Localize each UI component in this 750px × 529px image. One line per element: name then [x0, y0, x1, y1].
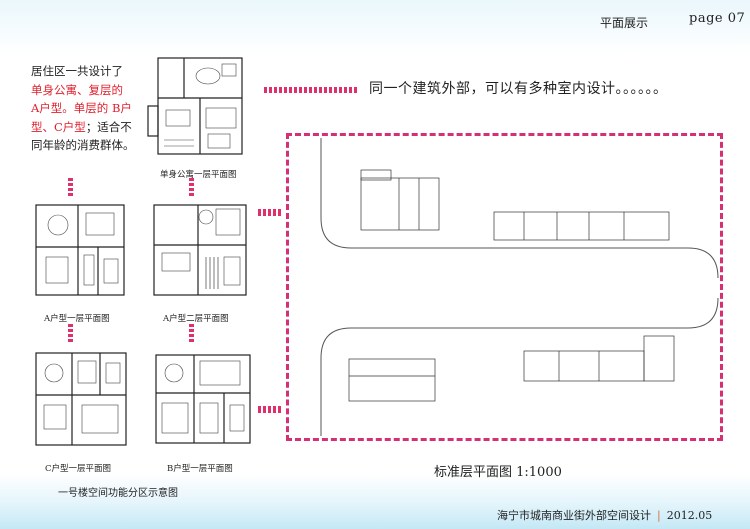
connector-marker	[68, 178, 73, 196]
page-number: page 07	[689, 11, 746, 26]
site-plan-frame	[286, 133, 723, 441]
site-plan-title: 标准层平面图 1:1000	[434, 465, 562, 480]
floor-plan-a1	[28, 195, 132, 301]
section-title: 平面展示	[600, 16, 649, 30]
connector-marker	[258, 209, 282, 216]
footer-date: 2012.05	[666, 509, 713, 522]
plan-caption: 单身公寓一层平面图	[160, 170, 237, 180]
intro-line: 型、C户型；适合不	[31, 118, 165, 137]
footer-separator: |	[657, 509, 661, 522]
intro-line: 同年龄的消费群体。	[31, 138, 135, 153]
intro-line: 居住区一共设计了	[31, 64, 123, 78]
floor-plan-b1	[148, 345, 258, 451]
connector-marker	[258, 406, 282, 413]
connector-marker	[189, 178, 194, 196]
connector-marker	[189, 324, 194, 344]
intro-text-span: ；适合不	[85, 119, 132, 134]
site-plan-drawing	[320, 138, 719, 436]
intro-line-highlight: 单身公寓、复层的	[31, 82, 123, 97]
headline-marker	[264, 87, 359, 93]
intro-highlight: 型、C户型	[31, 119, 86, 134]
floor-plan-c1	[28, 345, 132, 451]
floor-plan-a2	[144, 195, 256, 301]
plan-caption: A户型一层平面图	[44, 314, 110, 324]
plan-caption: B户型一层平面图	[167, 464, 233, 474]
headline: 同一个建筑外部，可以有多种室内设计。。。。。。	[369, 81, 668, 97]
connector-marker	[68, 324, 73, 344]
plans-group-title: 一号楼空间功能分区示意图	[58, 488, 178, 499]
intro-text: 居住区一共设计了 单身公寓、复层的 A户型。单层的 B户 型、C户型；适合不 同…	[31, 62, 165, 155]
plan-caption: A户型二层平面图	[163, 314, 229, 324]
intro-line-highlight: A户型。单层的 B户	[31, 101, 132, 116]
floor-plan-single	[144, 50, 256, 160]
footer-project: 海宁市城南商业街外部空间设计	[497, 509, 651, 522]
plan-caption: C户型一层平面图	[45, 464, 112, 474]
footer: 海宁市城南商业街外部空间设计 | 2012.05	[497, 507, 712, 523]
